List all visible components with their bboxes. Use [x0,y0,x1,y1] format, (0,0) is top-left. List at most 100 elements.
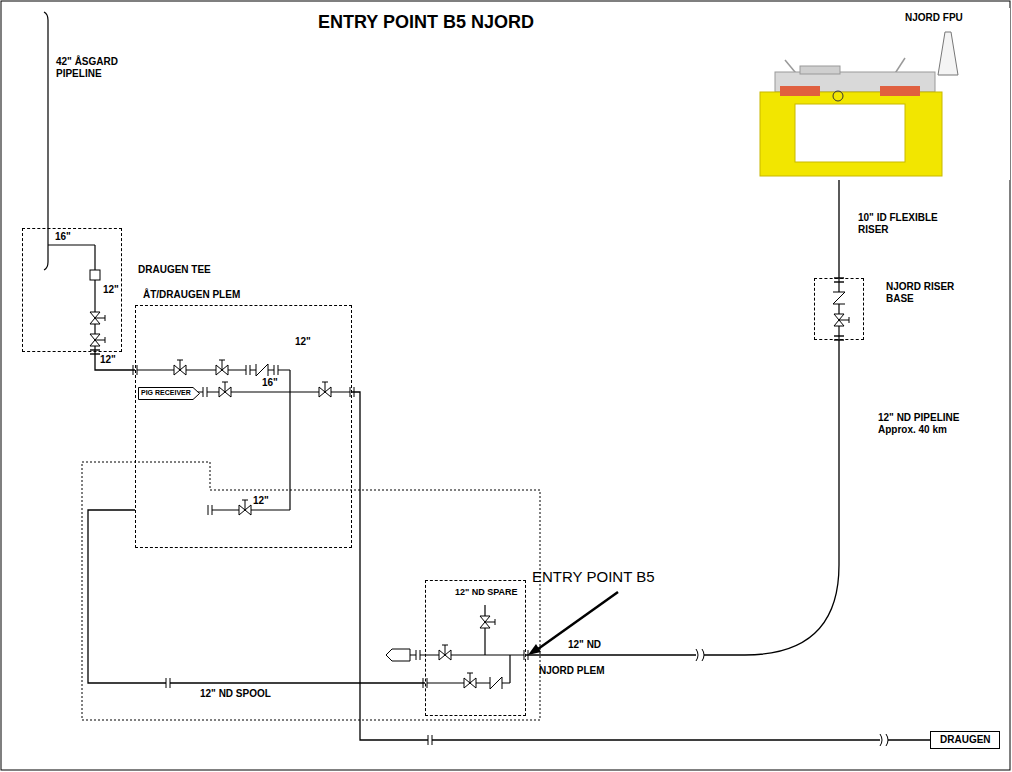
flange-symbol [170,678,171,688]
flange-gap [428,738,432,742]
equipment-outline: NJORD RISER BASE [814,278,864,340]
flange-gap [208,508,212,512]
valve-handle [177,360,183,361]
callout-label: ENTRY POINT B5 [532,568,655,586]
valve-stem [222,360,223,370]
pig-receiver-outline [139,388,200,400]
flange-symbol [278,365,279,375]
flange-symbol [420,650,421,660]
riser-base-pipe [838,278,839,340]
node-label: NJORD PLEM [539,665,605,677]
break-gap [880,737,888,743]
flange-symbol [274,365,275,375]
pipe-size-label: 12" ND [568,639,601,651]
flange-symbol [90,349,100,350]
valve-stem [445,645,446,655]
valve-handle [222,382,228,383]
spare-pipe [484,605,485,655]
edge-label: 10" ID FLEXIBLE RISER [858,212,953,236]
valve-handle [105,315,106,321]
pipe-size-label: 42" ÅSGARD PIPELINE [56,56,131,80]
flange-symbol [428,735,429,745]
valve-stem [225,382,226,392]
fpu-illustration [725,8,1010,180]
pipe-break-mark [880,734,888,746]
pipeline-connector [526,340,839,655]
riser-turret [833,91,843,101]
flange-symbol [834,281,844,282]
valve-handle [495,619,496,625]
pipeline-connector [95,352,135,370]
leader-arrowhead [528,644,541,655]
check-valve-symbol [256,364,268,376]
fpu-red-part [780,86,820,96]
valve-handle [322,382,328,383]
pipe-size-label: 12" ND SPARE [455,586,518,598]
flange-symbol [137,365,138,375]
edge-label: 12" ND PIPELINE Approx. 40 km [878,412,978,436]
flange-gap [166,681,170,685]
valve-stem [485,622,495,623]
pipe-size-label: 12" [252,495,270,507]
valve-stem [180,360,181,370]
equipment-outline: ÅT/DRAUGEN PLEMPIG RECEIVER [135,305,352,548]
flange-symbol [203,387,204,397]
pig-launcher [386,649,410,661]
terminal-box: DRAUGEN [930,731,1000,749]
fpu-hull [760,92,942,176]
pipe-size-label: 16" [55,231,71,243]
flange-symbol [350,387,351,397]
flange-symbol [166,678,167,688]
pipe-size-label: 16" [262,377,278,389]
flange-symbol [246,365,247,375]
node-label: NJORD RISER BASE [886,281,966,305]
derrick [938,32,958,75]
valve-handle [105,337,106,343]
flange-symbol [207,387,208,397]
flange-gap [416,653,420,657]
flange-gap [246,368,250,372]
fpu-module [800,66,840,74]
node-label: DRAUGEN [940,734,991,746]
equipment-outline: NJORD FPU [725,8,1010,180]
flange-symbol [416,650,417,660]
pipeline-connector [838,180,839,278]
flange-symbol [212,505,213,515]
node-label: ÅT/DRAUGEN PLEM [143,289,240,301]
flange-symbol [524,650,525,660]
valve-stem [245,500,246,510]
plem-pipe [410,654,526,655]
fpu-ground [725,8,1010,180]
edge-label: 12" [100,354,116,366]
break-gap [696,652,704,658]
check-valve-symbol [833,292,845,304]
flange-symbol [250,365,251,375]
valve-handle [242,500,248,501]
node-label: NJORD FPU [905,12,963,24]
pipe-break-mark [696,649,704,661]
fpu-hull-opening [795,104,905,162]
pipeline-connector [88,510,425,683]
flange-gap [274,368,278,372]
pipeline-connector [352,392,930,740]
tee-reducer [90,270,100,280]
plem-pipe [509,655,510,683]
valve-handle [219,360,225,361]
pig-receiver: PIG RECEIVER [138,387,200,400]
valve-stem [839,320,849,321]
pipe-size-label: 12" [103,284,119,296]
flange-symbol [427,678,428,688]
flange-symbol [432,735,433,745]
flange-symbol [834,335,844,336]
pipe-size-label: 12" [295,336,311,348]
asgard-pipeline [44,12,48,270]
fpu-red-part [880,86,920,96]
valve-stem [470,673,471,683]
valve-stem [95,318,105,319]
check-valve-symbol [490,677,502,689]
equipment-outline: NJORD PLEM [425,580,526,716]
